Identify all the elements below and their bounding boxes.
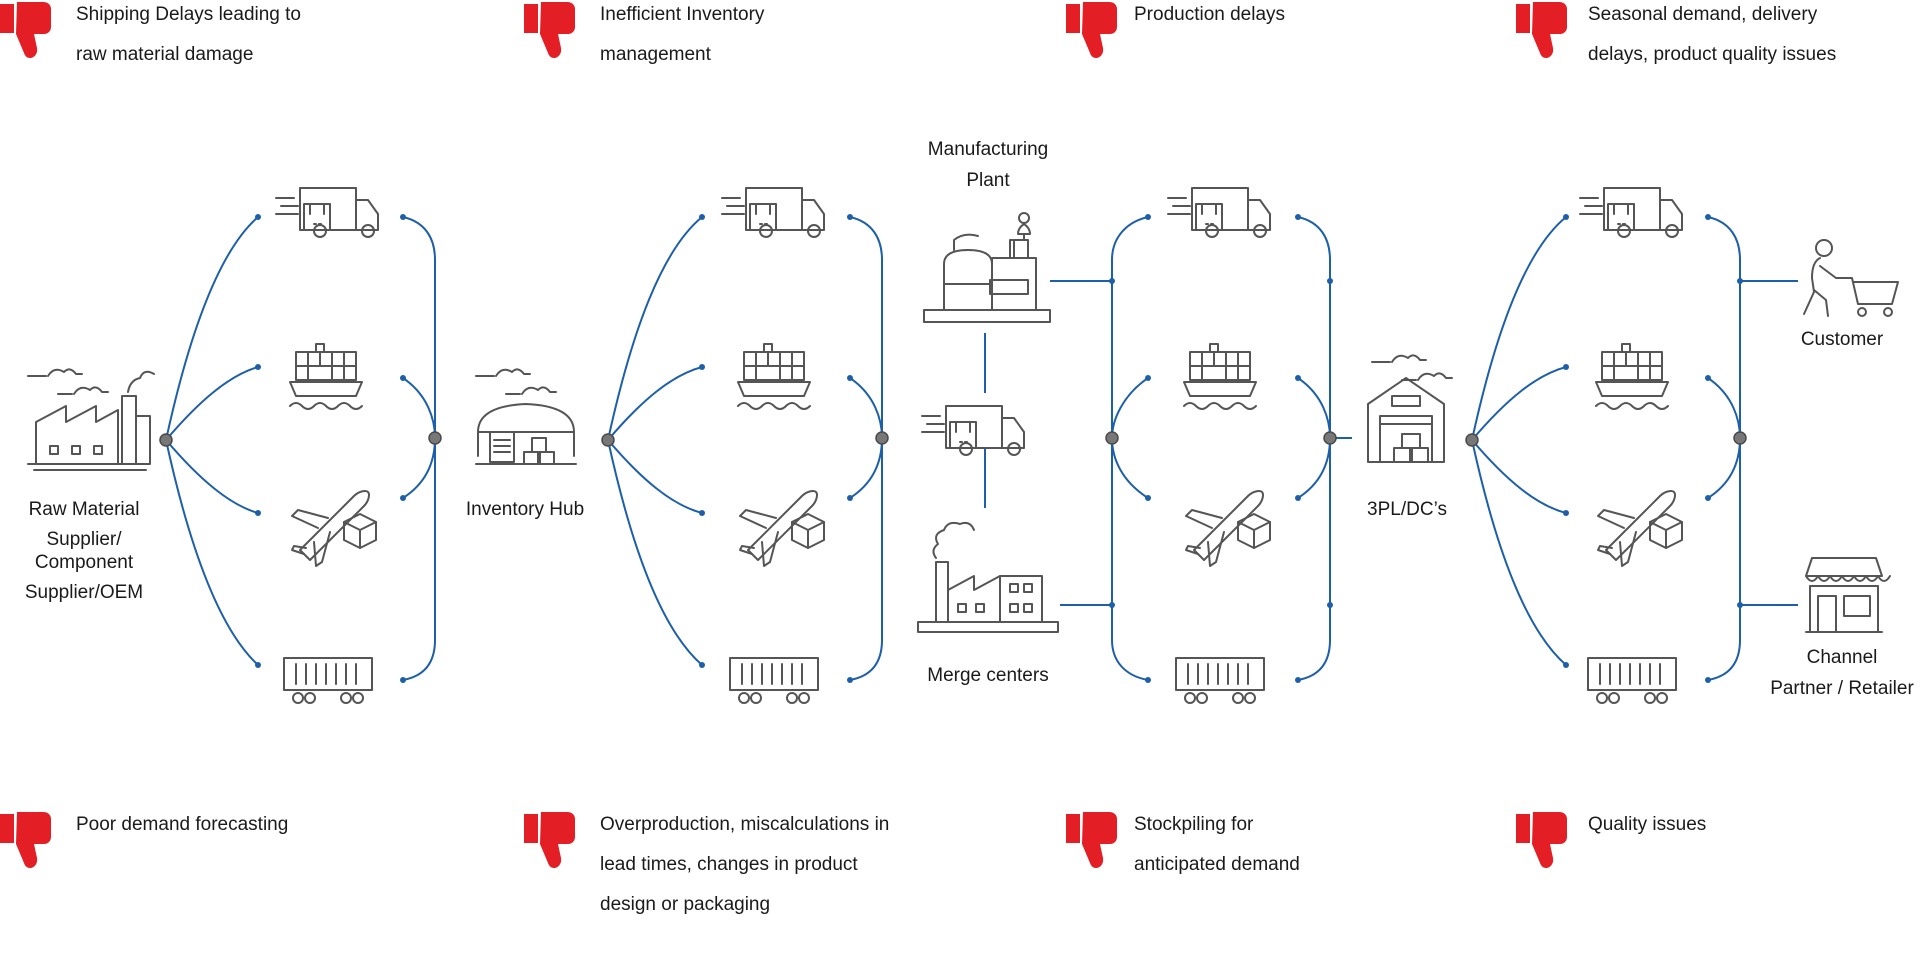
distribution-center-icon <box>1367 354 1453 463</box>
plane-icon <box>291 490 377 567</box>
rail-car-icon <box>1175 657 1265 704</box>
ship-icon <box>1595 343 1669 410</box>
node-label: Channel <box>1807 647 1878 668</box>
issues-bottom: Poor demand forecasting Overproduction, … <box>0 812 1706 915</box>
issue-demand-forecasting: Poor demand forecasting <box>0 812 288 868</box>
node-label: Inventory Hub <box>466 499 584 520</box>
issue-line: Shipping Delays leading to <box>76 4 301 25</box>
transport-column-4 <box>1579 187 1683 704</box>
issue-production-delays: Production delays <box>1066 2 1285 58</box>
warehouse-icon <box>475 368 577 465</box>
node-label: 3PL/DC’s <box>1367 499 1447 520</box>
issue-line: Quality issues <box>1588 814 1706 835</box>
truck-icon <box>721 187 825 238</box>
thumbs-down-icon <box>1516 812 1567 868</box>
truck-icon <box>921 405 1025 456</box>
issue-overproduction: Overproduction, miscalculations in lead … <box>524 812 889 915</box>
plane-icon <box>1597 490 1683 567</box>
issue-shipping-delays: Shipping Delays leading to raw material … <box>0 2 301 65</box>
manufacturing-plant-icon <box>923 212 1051 323</box>
thumbs-down-icon <box>524 2 575 58</box>
node-manufacturing-plant: Manufacturing Plant <box>928 139 1048 191</box>
node-label: Plant <box>966 170 1010 191</box>
issue-line: Stockpiling for <box>1134 814 1254 835</box>
issue-line: design or packaging <box>600 894 770 915</box>
issue-line: delays, product quality issues <box>1588 44 1836 65</box>
hub-junctions <box>159 431 1747 447</box>
thumbs-down-icon <box>524 812 575 868</box>
issue-stockpiling: Stockpiling for anticipated demand <box>1066 812 1300 875</box>
ship-icon <box>289 343 363 410</box>
issue-line: raw material damage <box>76 44 253 65</box>
node-3pl-dc: 3PL/DC’s <box>1367 499 1447 520</box>
rail-car-icon <box>729 657 819 704</box>
node-customer: Customer <box>1801 329 1884 350</box>
issue-quality: Quality issues <box>1516 812 1706 868</box>
truck-icon <box>1579 187 1683 238</box>
plane-icon <box>739 490 825 567</box>
transport-column-2 <box>721 187 825 704</box>
issue-line: Poor demand forecasting <box>76 814 288 835</box>
storefront-icon <box>1805 557 1891 633</box>
node-label: Manufacturing <box>928 139 1048 160</box>
issue-line: Production delays <box>1134 4 1285 25</box>
node-label: Merge centers <box>927 665 1048 686</box>
ship-icon <box>737 343 811 410</box>
issue-inventory-management: Inefficient Inventory management <box>524 2 765 65</box>
transport-column-1 <box>275 187 379 704</box>
thumbs-down-icon <box>0 812 51 868</box>
merge-center-icon <box>917 521 1059 633</box>
truck-icon <box>275 187 379 238</box>
issue-seasonal-demand: Seasonal demand, delivery delays, produc… <box>1516 2 1836 65</box>
thumbs-down-icon <box>1516 2 1567 58</box>
node-label: Customer <box>1801 329 1884 350</box>
rail-car-icon <box>283 657 373 704</box>
node-label: Partner / Retailer <box>1770 678 1914 699</box>
customer-icon <box>1803 239 1899 317</box>
rail-car-icon <box>1587 657 1677 704</box>
node-retailer: Channel Partner / Retailer <box>1770 647 1914 699</box>
node-raw-material: Raw Material Supplier/ Component Supplie… <box>25 499 143 603</box>
issue-line: Overproduction, miscalculations in <box>600 814 889 835</box>
issue-line: Seasonal demand, delivery <box>1588 4 1818 25</box>
thumbs-down-icon <box>0 2 51 58</box>
node-label: Raw Material <box>29 499 140 520</box>
node-label: Supplier/OEM <box>25 582 143 603</box>
factory-icon <box>27 368 155 471</box>
truck-icon <box>1167 187 1271 238</box>
ship-icon <box>1183 343 1257 410</box>
issue-line: Inefficient Inventory <box>600 4 765 25</box>
node-label: Supplier/ <box>47 529 123 550</box>
node-label: Component <box>35 552 134 573</box>
issue-line: anticipated demand <box>1134 854 1300 875</box>
issue-line: lead times, changes in product <box>600 854 858 875</box>
node-inventory-hub: Inventory Hub <box>466 499 584 520</box>
issues-top: Shipping Delays leading to raw material … <box>0 2 1836 65</box>
node-merge-centers: Merge centers <box>927 665 1048 686</box>
connector-dots <box>255 214 1743 683</box>
transport-column-3 <box>1167 187 1271 704</box>
plane-icon <box>1185 490 1271 567</box>
thumbs-down-icon <box>1066 812 1117 868</box>
thumbs-down-icon <box>1066 2 1117 58</box>
issue-line: management <box>600 44 712 65</box>
